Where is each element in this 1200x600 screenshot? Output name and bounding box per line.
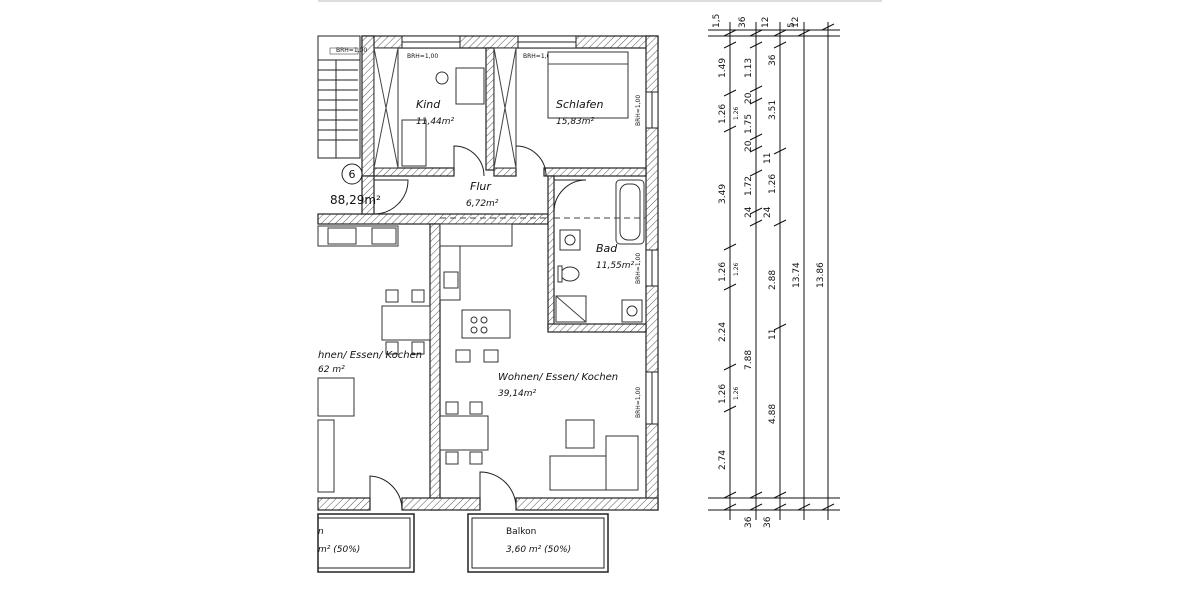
dim-c2-5: 1.72 <box>744 176 754 196</box>
dim-c2-4: 20 <box>744 140 754 152</box>
dim-c2-3: 1.75 <box>744 114 754 134</box>
room-name-schlafen: Schlafen <box>556 98 603 111</box>
dim-c1-1: 1.49 <box>718 58 728 78</box>
dim-c2-2: 20 <box>744 92 754 104</box>
dim-top-5: 12 <box>791 17 801 28</box>
dim-c2-6: 24 <box>744 206 754 218</box>
window-tag-wohnen: BRH=1,00 <box>635 387 642 418</box>
dim-c1-open-1: 1.26 <box>733 106 740 120</box>
neighbor-room-name: hnen/ Essen/ Kochen <box>318 350 422 361</box>
room-area-bad: 11,55m² <box>596 261 635 271</box>
apartment-area: 88,29m² <box>330 193 381 207</box>
room-area-schlafen: 15,83m² <box>556 117 595 127</box>
dimension-lines <box>708 22 840 520</box>
furniture <box>317 47 645 493</box>
dim-c1-3: 3.49 <box>718 184 728 204</box>
dim-c3-3: 1.26 <box>768 174 778 194</box>
dim-c3-4: 2.88 <box>768 270 778 290</box>
dim-c1-7: 2.74 <box>718 450 728 470</box>
dim-c1-2: 1.26 <box>718 104 728 124</box>
dim-c1-open-2: 1.26 <box>733 262 740 276</box>
dim-c2-1: 1.13 <box>744 58 754 78</box>
room-name-kind: Kind <box>416 98 441 111</box>
apartment-marker: 6 88,29m² <box>330 163 381 207</box>
dim-c2-9: 36 <box>744 516 754 528</box>
neighbor-room-area: 62 m² <box>318 365 345 375</box>
balcony-area: 3,60 m² (50%) <box>506 545 571 555</box>
window-tag-stair: BRH=1,00 <box>336 47 367 54</box>
dim-top-3: 12 <box>761 17 771 28</box>
dim-c3-6: 36 <box>763 516 773 528</box>
dim-c3-5: 4.88 <box>768 404 778 424</box>
balcony-name: Balkon <box>506 527 536 537</box>
room-name-wohnen: Wohnen/ Essen/ Kochen <box>498 372 618 383</box>
dim-c2-extra-2: 11 <box>768 329 778 340</box>
room-area-wohnen: 39,14m² <box>498 389 537 399</box>
dim-c3-1: 36 <box>768 54 778 66</box>
dim-total-2: 13.86 <box>816 262 826 288</box>
window-tags: BRH=1,00 BRH=1,00 BRH=1,00 BRH=1,00 BRH=… <box>336 47 642 418</box>
apartment-number: 6 <box>349 168 356 181</box>
window-tag-bad: BRH=1,00 <box>635 253 642 284</box>
dim-top-4: 5 <box>787 22 797 28</box>
window-tag-schlafen: BRH=1,00 <box>523 53 554 60</box>
neighbor-balcony-name: n <box>318 527 324 537</box>
dim-c2-extra-1: 11 <box>763 153 773 164</box>
windows <box>401 35 659 425</box>
dim-c1-5: 2.24 <box>718 322 728 342</box>
room-area-flur: 6,72m² <box>466 199 499 209</box>
dim-c1-6: 1.26 <box>718 384 728 404</box>
dim-c2-7: 24 <box>763 206 773 218</box>
doors <box>369 145 587 511</box>
dim-c3-2: 3.51 <box>768 100 778 120</box>
dim-top-1: 1,5 <box>712 14 722 28</box>
room-name-bad: Bad <box>596 242 618 255</box>
dim-c1-4: 1.26 <box>718 262 728 282</box>
dim-c1-open-3: 1.26 <box>733 386 740 400</box>
dim-c2-8: 7.88 <box>744 350 754 370</box>
balconies <box>317 513 609 573</box>
dim-top-2: 36 <box>738 16 748 28</box>
room-area-kind: 11,44m² <box>416 117 455 127</box>
room-name-flur: Flur <box>470 180 492 193</box>
window-tag-schlafen-side: BRH=1,00 <box>635 95 642 126</box>
dim-total-1: 13.74 <box>792 262 802 288</box>
neighbor-balcony-area: m² (50%) <box>318 545 360 555</box>
staircase <box>317 35 361 159</box>
window-tag-kind: BRH=1,00 <box>407 53 438 60</box>
